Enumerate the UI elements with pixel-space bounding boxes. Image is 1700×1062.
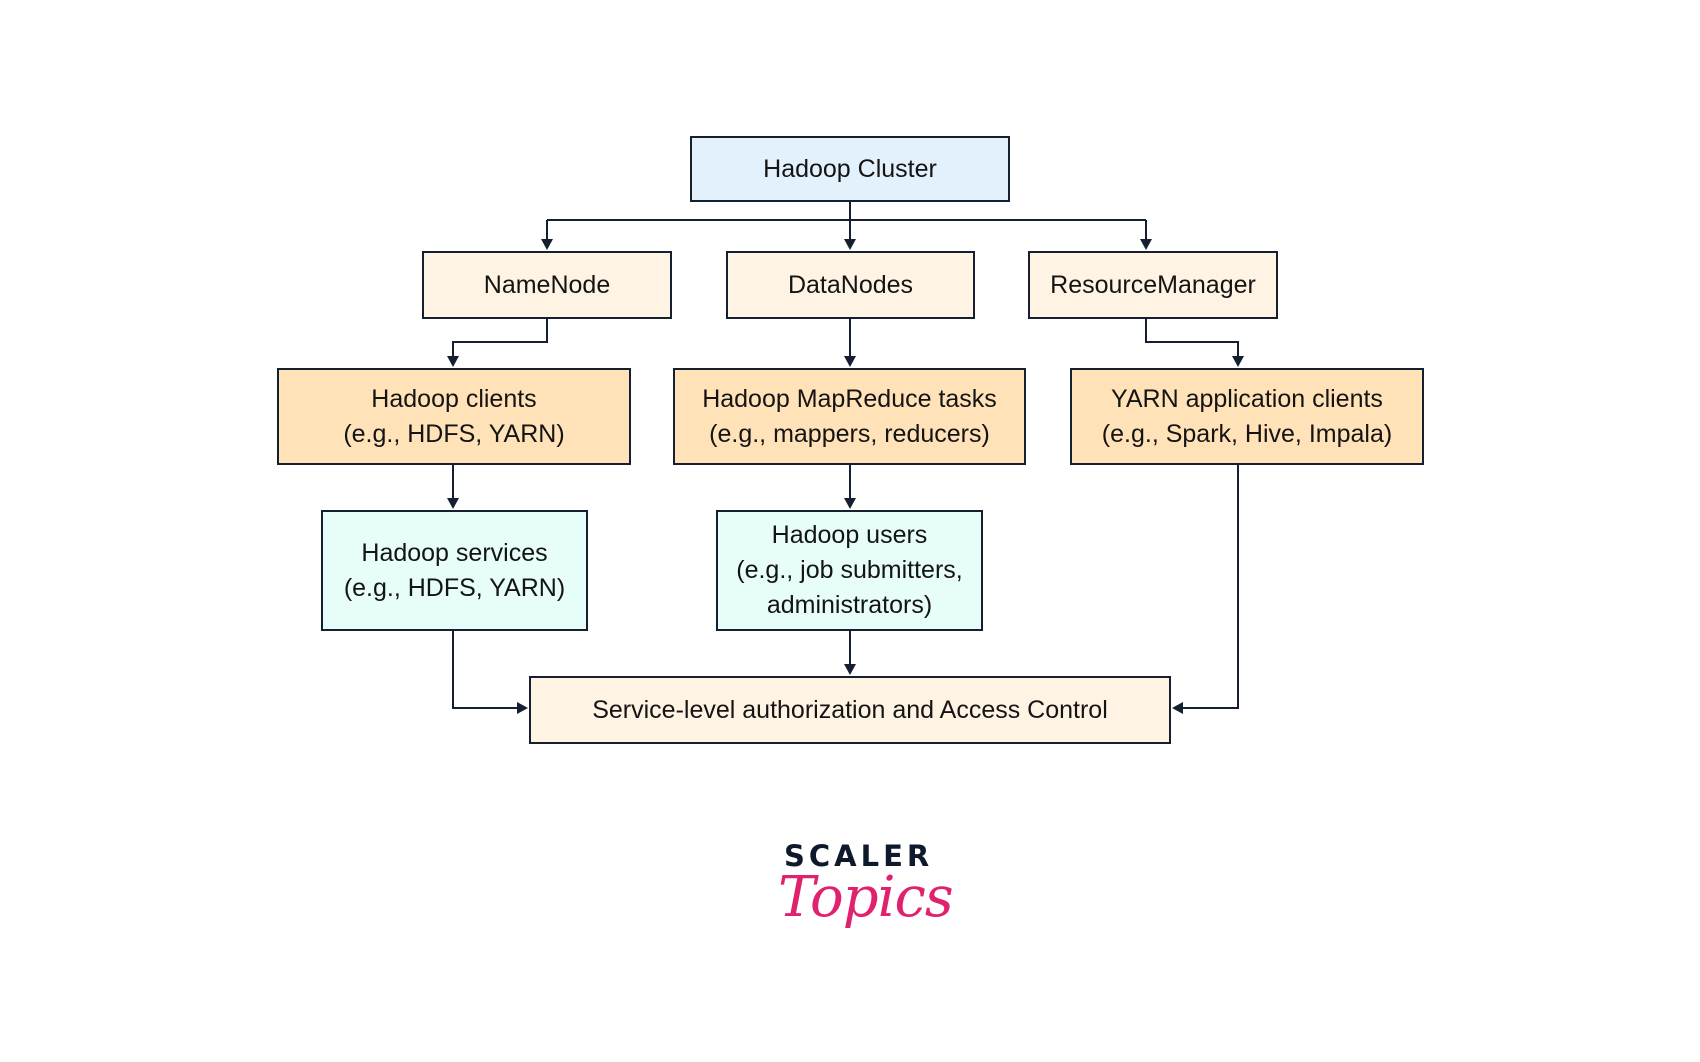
node-label: ResourceManager (1050, 270, 1256, 299)
node-resource-manager: ResourceManager (1028, 251, 1278, 319)
node-label: Hadoop Cluster (763, 154, 937, 183)
node-label: Hadoop services (e.g., HDFS, YARN) (343, 538, 566, 602)
node-hadoop-services: Hadoop services (e.g., HDFS, YARN) (321, 510, 588, 631)
node-label: Hadoop users (e.g., job submitters, admi… (736, 521, 963, 619)
edge-services-access (452, 630, 518, 709)
arrowhead (844, 498, 856, 509)
logo-sub: Topics (778, 865, 954, 930)
node-label: DataNodes (787, 270, 914, 299)
node-label: Hadoop clients (e.g., HDFS, YARN) (343, 384, 565, 448)
edge-yarn-access (1182, 464, 1239, 709)
node-label: Hadoop MapReduce tasks (e.g., mappers, r… (702, 384, 997, 448)
node-label: NameNode (483, 270, 611, 299)
arrowhead (1140, 239, 1152, 250)
node-label: YARN application clients (e.g., Spark, H… (1101, 384, 1393, 448)
arrowhead (447, 356, 459, 367)
node-yarn-app-clients: YARN application clients (e.g., Spark, H… (1070, 368, 1424, 465)
arrowhead (541, 239, 553, 250)
node-namenode: NameNode (422, 251, 672, 319)
edge-resourcemanager-yarn (1145, 318, 1239, 357)
node-mapreduce-tasks: Hadoop MapReduce tasks (e.g., mappers, r… (673, 368, 1026, 465)
edge-namenode-clients (452, 318, 548, 357)
arrowhead (844, 664, 856, 675)
arrowhead (844, 239, 856, 250)
node-hadoop-cluster: Hadoop Cluster (690, 136, 1010, 202)
arrowhead (1172, 702, 1183, 714)
arrowhead (517, 702, 528, 714)
arrowhead (1232, 356, 1244, 367)
node-access-control: Service-level authorization and Access C… (529, 676, 1171, 744)
arrowhead (844, 356, 856, 367)
node-hadoop-users: Hadoop users (e.g., job submitters, admi… (716, 510, 983, 631)
arrowhead (447, 498, 459, 509)
node-datanodes: DataNodes (726, 251, 975, 319)
node-hadoop-clients: Hadoop clients (e.g., HDFS, YARN) (277, 368, 631, 465)
logo-brand: SCALER (784, 839, 934, 873)
node-label: Service-level authorization and Access C… (592, 695, 1108, 724)
scaler-topics-logo: SCALER Topics (770, 835, 954, 965)
